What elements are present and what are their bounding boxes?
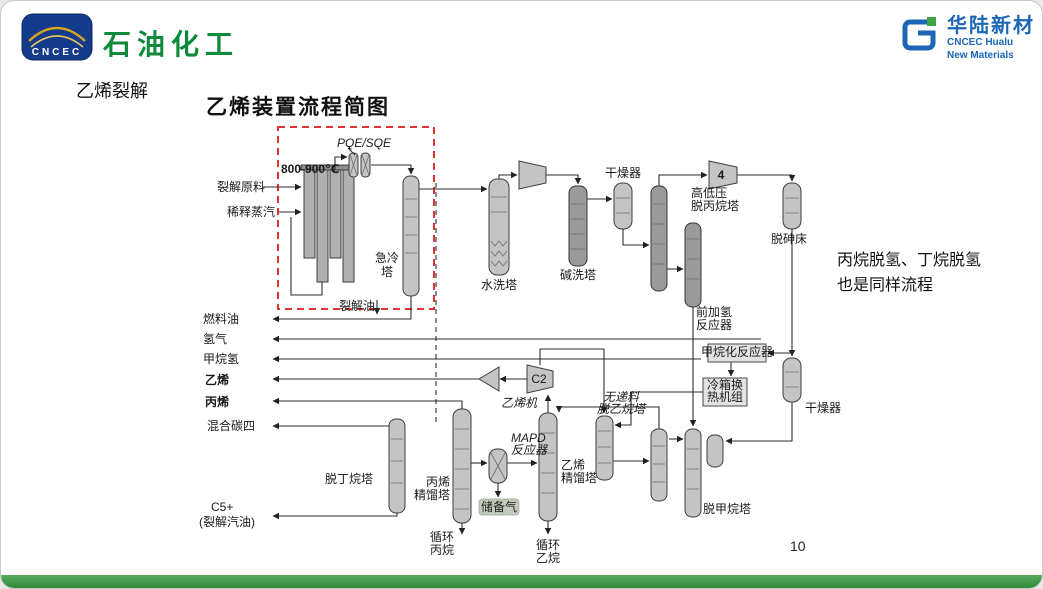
front-hydro-label-2: 反应器 — [696, 317, 732, 332]
dryer-right-label: 干燥器 — [805, 401, 841, 415]
cncec-logo-arc — [28, 26, 86, 42]
cold-box-label-1: 冷箱换 — [707, 377, 743, 392]
pqe-pointer-line — [347, 147, 356, 156]
depropanizer-label-1: 高低压 — [691, 185, 727, 200]
c2-compressor-label: C2 — [531, 372, 547, 386]
quench-exchangers — [347, 147, 371, 178]
footer-green-bar — [1, 575, 1042, 588]
dryer-right-vessel — [782, 357, 802, 403]
debutanizer-column — [388, 418, 406, 514]
hualu-sub2: New Materials — [947, 49, 1014, 61]
cracked-oil-label: 裂解油 — [339, 299, 375, 313]
propylene-tower-label-1: 丙烯 — [426, 475, 450, 489]
brand-text: 石油化工 — [103, 29, 240, 60]
mapd-label-1: MAPD — [511, 431, 546, 445]
demethanizer-column — [684, 428, 702, 518]
side-note: 丙烷脱氢、丁烷脱氢 也是同样流程 — [837, 249, 1037, 299]
propylene-label: 丙烯 — [205, 394, 229, 409]
section-label: 乙烯裂解 — [76, 81, 148, 101]
hualu-logo-textblock: 华陆新材 CNCEC Hualu New Materials — [947, 15, 1035, 62]
debutanizer-label: 脱丁烷塔 — [325, 471, 373, 486]
ethylene-label: 乙烯 — [205, 372, 229, 387]
deethanizer-label-1: 无递料 — [603, 390, 640, 404]
recycle-ethane-label-1: 循环 — [536, 538, 560, 552]
mapd-label-2: 反应器 — [511, 443, 548, 457]
dearsenic-bed-vessel — [782, 182, 802, 230]
methanation-reactor-box — [707, 343, 767, 363]
deethanizer-column-1 — [595, 415, 614, 481]
hualu-name: 华陆新材 — [947, 15, 1035, 37]
propylene-tower-label-2: 精馏塔 — [414, 488, 450, 502]
process-flow-diagram: PQE/SQE 800-900℃ 裂解原料 稀释蒸汽 急冷 塔 裂解油 水洗塔 … — [199, 126, 841, 565]
caustic-wash-tower — [568, 185, 588, 267]
hydrogen-label: 氢气 — [203, 331, 227, 346]
deethanizer-column-2 — [650, 428, 668, 502]
c5-label: C5+ — [211, 500, 233, 514]
cncec-logo-text: CNCEC — [32, 47, 83, 58]
compressor-4-label: 4 — [718, 168, 725, 182]
fuel-oil-label: 燃料油 — [203, 311, 239, 326]
dryer-top-vessel — [613, 182, 633, 230]
reflux-drum — [706, 434, 724, 468]
water-wash-label: 水洗塔 — [481, 278, 517, 292]
cold-box-label-2: 热机组 — [707, 390, 743, 404]
furnace-section-highlight-box — [277, 126, 435, 310]
reserve-gas-tag — [478, 498, 520, 516]
furnace-recycle-line — [290, 217, 323, 296]
propylene-tower-column — [452, 408, 472, 524]
process-lines — [263, 153, 796, 535]
depropanizer-column-2 — [684, 222, 702, 308]
c5-sub-label: (裂解汽油) — [199, 514, 255, 529]
ethylene-tower-label-1: 乙烯 — [561, 458, 585, 472]
c2-compressor — [526, 364, 554, 394]
cold-box-unit — [702, 377, 748, 407]
ethylene-tower-column — [538, 412, 558, 522]
cncec-logo: CNCEC — [21, 13, 93, 61]
diagram-labels: PQE/SQE 800-900℃ 裂解原料 稀释蒸汽 急冷 塔 裂解油 水洗塔 … — [199, 136, 841, 565]
feed-label: 裂解原料 — [217, 180, 265, 194]
dilution-steam-label: 稀释蒸汽 — [227, 204, 275, 219]
page-number: 10 — [790, 538, 806, 554]
front-hydro-label-1: 前加氢 — [696, 304, 732, 319]
reserve-gas-label: 储备气 — [481, 499, 517, 514]
depropanizer-column-1 — [650, 185, 668, 292]
side-note-line2: 也是同样流程 — [837, 276, 934, 294]
side-note-line1: 丙烷脱氢、丁烷脱氢 — [837, 252, 982, 269]
temperature-label: 800-900℃ — [281, 162, 340, 176]
cncec-logo-arc2 — [30, 35, 84, 48]
deethanizer-label-2: 脱乙烷塔 — [597, 402, 647, 416]
cracking-furnace — [290, 164, 358, 296]
dryer-top-label: 干燥器 — [605, 166, 641, 180]
hualu-logo-icon — [902, 17, 936, 51]
recycle-ethane-label-2: 乙烷 — [536, 551, 560, 565]
pqe-sqe-label: PQE/SQE — [337, 136, 392, 150]
cracked-gas-compressor — [518, 160, 547, 190]
methane-hydrogen-label: 甲烷氢 — [203, 351, 239, 366]
depropanizer-label-2: 脱丙烷塔 — [691, 198, 739, 213]
ethylene-machine-label: 乙烯机 — [501, 396, 538, 410]
mixed-c4-label: 混合碳四 — [207, 418, 255, 433]
methanation-label: 甲烷化反应器 — [701, 344, 773, 359]
caustic-wash-label: 碱洗塔 — [560, 268, 596, 282]
recycle-propane-label-2: 丙烷 — [430, 543, 454, 557]
equipment — [388, 160, 802, 524]
hualu-logo: 华陆新材 CNCEC Hualu New Materials — [899, 15, 1035, 62]
ethylene-tower-label-2: 精馏塔 — [561, 471, 597, 485]
compressor-4 — [708, 160, 738, 190]
dearsenic-label: 脱砷床 — [771, 231, 807, 246]
quench-tower — [402, 175, 420, 297]
demethanizer-label: 脱甲烷塔 — [703, 501, 751, 516]
ethylene-machine-compressor — [478, 366, 500, 392]
quench-tower-label-2: 塔 — [381, 265, 393, 279]
diagram-title: 乙烯装置流程简图 — [206, 96, 390, 119]
water-wash-tower — [488, 178, 510, 276]
quench-tower-label-1: 急冷 — [375, 250, 399, 265]
recycle-propane-label-1: 循环 — [430, 530, 454, 544]
hualu-sub1: CNCEC Hualu — [947, 37, 1014, 48]
